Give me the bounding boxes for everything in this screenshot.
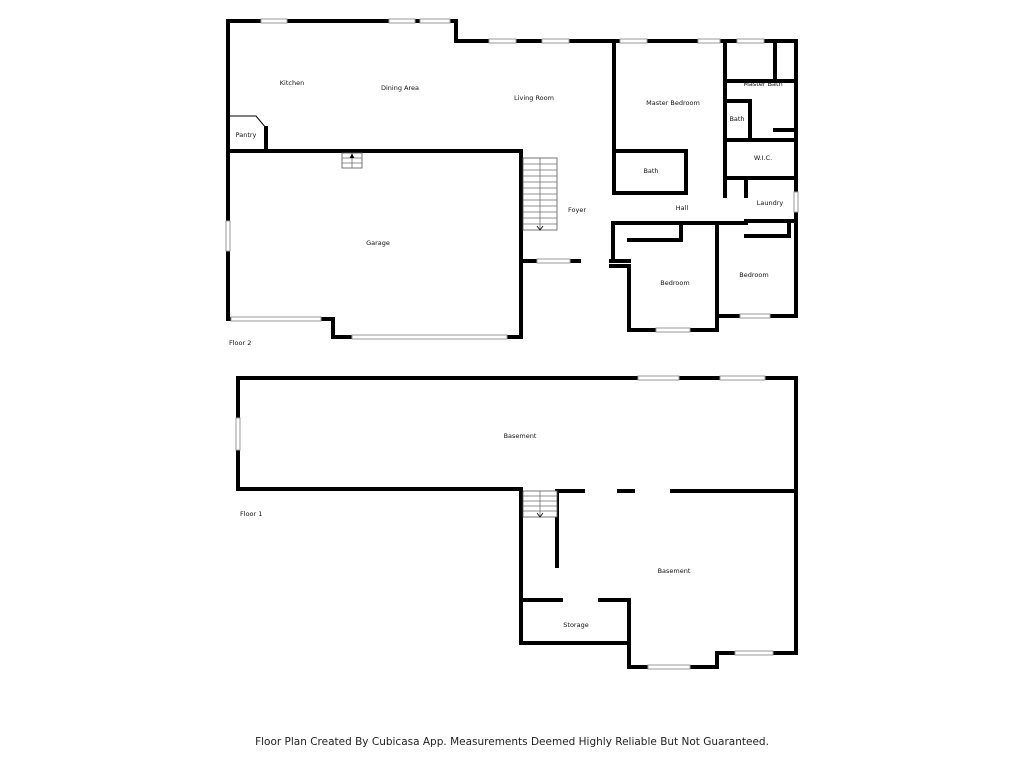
- window: [225, 220, 231, 252]
- bedroom-entry-wall: [609, 224, 631, 263]
- master-bath-wall: [723, 39, 798, 142]
- floor-2-windows: [225, 18, 799, 340]
- floor-2-room-labels: Kitchen Dining Area Living Room Master B…: [236, 79, 784, 287]
- disclaimer-text: Floor Plan Created By Cubicasa App. Meas…: [255, 736, 769, 748]
- room-label-living-room: Living Room: [514, 94, 554, 102]
- window: [388, 18, 416, 24]
- room-label-master-bedroom: Master Bedroom: [646, 99, 700, 107]
- window: [619, 38, 648, 44]
- window: [637, 375, 680, 381]
- room-label-wic: W.I.C.: [754, 154, 772, 162]
- window: [541, 38, 570, 44]
- floor-1-label: Floor 1: [240, 510, 262, 518]
- floor-1-interior-walls: [519, 489, 798, 645]
- window: [734, 650, 774, 656]
- floor-1-plan: Basement Basement Storage Floor 1: [235, 375, 798, 670]
- window: [647, 664, 691, 670]
- window: [697, 38, 721, 44]
- floor-1-exterior-walls: [236, 376, 798, 669]
- window: [655, 327, 691, 333]
- garage-steps: [341, 152, 363, 169]
- room-label-master-bath: Master Bath: [743, 80, 782, 88]
- step-arrow: [349, 153, 355, 159]
- room-label-foyer: Foyer: [568, 206, 586, 214]
- room-label-bath-small: Bath: [729, 115, 744, 123]
- bedroom-walls: [611, 221, 791, 318]
- floor-1-room-labels: Basement Basement Storage: [504, 432, 691, 629]
- room-label-garage: Garage: [366, 239, 390, 247]
- window: [235, 417, 241, 451]
- floor-2-label: Floor 2: [229, 339, 251, 347]
- floor-1-stairs: [522, 490, 558, 518]
- room-label-pantry: Pantry: [236, 131, 257, 139]
- room-label-bedroom-2: Bedroom: [739, 271, 768, 279]
- room-label-hall: Hall: [676, 204, 689, 212]
- window: [351, 334, 508, 340]
- room-label-kitchen: Kitchen: [280, 79, 304, 87]
- window: [230, 316, 322, 322]
- window: [739, 313, 771, 319]
- stair-arrow: [536, 225, 544, 231]
- stair-treads: [523, 158, 557, 230]
- room-label-basement-upper: Basement: [504, 432, 537, 440]
- floor-2-plan: Kitchen Dining Area Living Room Master B…: [225, 18, 799, 347]
- master-bedroom-wall: [612, 39, 688, 195]
- floor-2-stairs: [522, 157, 558, 231]
- window: [536, 258, 571, 264]
- window: [419, 18, 451, 24]
- window: [736, 38, 765, 44]
- room-label-laundry: Laundry: [757, 199, 784, 207]
- stair-arrow: [536, 512, 544, 518]
- window: [488, 38, 517, 44]
- pantry-door: [228, 115, 267, 129]
- window: [719, 375, 766, 381]
- room-label-basement-lower: Basement: [658, 567, 691, 575]
- room-label-storage: Storage: [563, 621, 588, 629]
- floor-2-exterior-walls: [226, 19, 798, 339]
- room-label-bedroom-1: Bedroom: [660, 279, 689, 287]
- stair-treads: [523, 491, 557, 517]
- room-label-dining-area: Dining Area: [381, 84, 419, 92]
- window: [793, 191, 799, 213]
- room-label-bath: Bath: [643, 167, 658, 175]
- floor-1-windows: [235, 375, 774, 670]
- window: [260, 18, 288, 24]
